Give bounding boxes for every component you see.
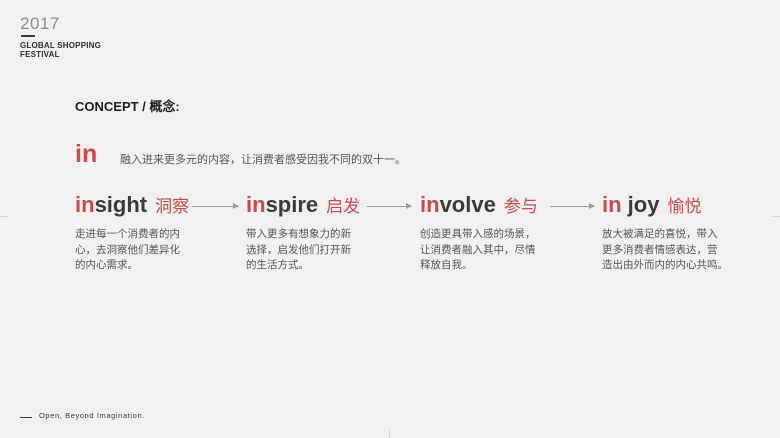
- concept-word: involve 参与: [420, 190, 538, 222]
- brand-year: 2017: [20, 14, 60, 33]
- concept-description: 创造更具带入感的场景， 让消费者融入其中，尽情 释放自我。: [420, 227, 538, 274]
- description-line: 放大被满足的喜悦，带入: [602, 228, 718, 240]
- description-line: 心，去洞察他们差异化: [75, 243, 180, 256]
- concept-word: inspire 启发: [246, 190, 360, 222]
- concept-word-prefix: in: [602, 192, 622, 217]
- concept-heading: CONCEPT / 概念:: [75, 99, 180, 114]
- concept-word-rest: sight: [94, 192, 148, 217]
- intro-text: 融入进来更多元的内容，让消费者感受因我不同的双十一。: [120, 154, 406, 166]
- concept-column-injoy: in joy 愉悦 放大被满足的喜悦，带入 更多消费者情感表达，营 造出由外而内的…: [602, 190, 728, 274]
- brand-title-line2: FESTIVAL: [20, 50, 60, 59]
- arrow-right-icon: [367, 203, 412, 209]
- brand-title-line1: GLOBAL SHOPPING: [20, 41, 102, 50]
- concept-column-insight: insight 洞察 走进每一个消费者的内 心，去洞察他们差异化 的内心需求。: [75, 190, 189, 274]
- guide-mark-bottom: [389, 430, 390, 438]
- description-line: 造出由外而内的内心共鸣。: [602, 259, 728, 271]
- intro-word: in: [75, 140, 98, 168]
- description-line: 的内心需求。: [75, 259, 138, 271]
- concept-word-cn: 愉悦: [667, 197, 702, 216]
- guide-mark-left: [0, 216, 8, 217]
- concept-word: in joy 愉悦: [602, 190, 728, 222]
- concept-word: insight 洞察: [75, 190, 189, 222]
- concept-word-cn: 参与: [503, 197, 538, 216]
- description-line: 带入更多有想象力的新: [246, 228, 351, 240]
- concept-word-cn: 洞察: [155, 197, 190, 216]
- description-line: 选择，启发他们打开新: [246, 243, 351, 256]
- arrow-right-icon: [192, 203, 239, 209]
- brand-rule: [21, 35, 35, 37]
- concept-word-rest: volve: [439, 192, 496, 217]
- description-line: 创造更具带入感的场景，: [420, 228, 536, 240]
- concept-column-involve: involve 参与 创造更具带入感的场景， 让消费者融入其中，尽情 释放自我。: [420, 190, 538, 274]
- description-line: 更多消费者情感表达，营: [602, 243, 718, 256]
- description-line: 让消费者融入其中，尽情: [420, 243, 536, 256]
- footer-tagline: Open, Beyond Imagination.: [39, 411, 145, 420]
- description-line: 释放自我。: [420, 259, 473, 271]
- concept-word-rest: spire: [265, 192, 319, 217]
- description-line: 走进每一个消费者的内: [75, 228, 180, 240]
- footer-rule: [20, 417, 32, 418]
- concept-description: 带入更多有想象力的新 选择，启发他们打开新 的生活方式。: [246, 227, 360, 274]
- concept-word-rest: joy: [621, 192, 660, 217]
- description-line: 的生活方式。: [246, 259, 309, 271]
- concept-column-inspire: inspire 启发 带入更多有想象力的新 选择，启发他们打开新 的生活方式。: [246, 190, 360, 274]
- concept-description: 放大被满足的喜悦，带入 更多消费者情感表达，营 造出由外而内的内心共鸣。: [602, 227, 728, 274]
- concept-word-cn: 启发: [326, 197, 361, 216]
- concept-description: 走进每一个消费者的内 心，去洞察他们差异化 的内心需求。: [75, 227, 189, 274]
- concept-word-prefix: in: [420, 192, 440, 217]
- arrow-right-icon: [550, 203, 595, 209]
- guide-mark-right: [772, 216, 780, 217]
- concept-word-prefix: in: [75, 192, 95, 217]
- concept-word-prefix: in: [246, 192, 266, 217]
